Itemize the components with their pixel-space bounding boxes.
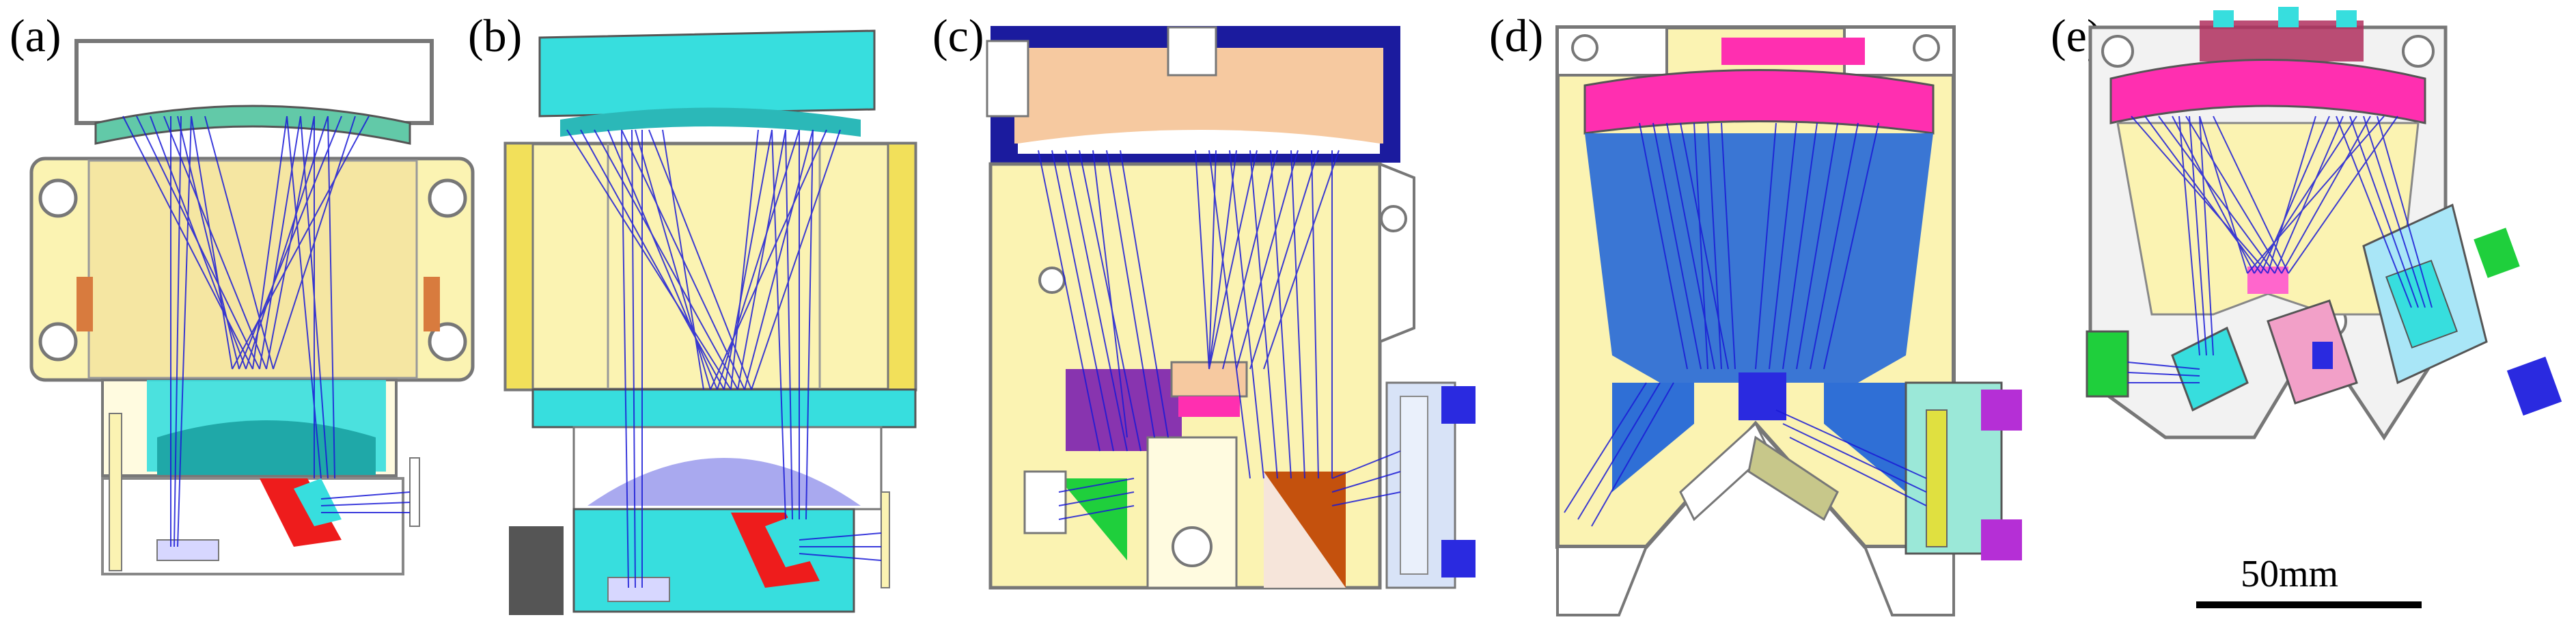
primary-mirror-surface-c xyxy=(1018,130,1380,154)
bottom-frame-a xyxy=(101,477,404,575)
panel-c: (c) xyxy=(922,0,1489,639)
panel-b-drawing xyxy=(503,29,917,615)
panel-e-drawing xyxy=(2086,7,2562,441)
detector-green-e xyxy=(2086,330,2129,398)
panel-e: (e) xyxy=(2042,0,2576,639)
lower-ring-b xyxy=(531,388,917,429)
side-mount-b xyxy=(509,526,564,615)
grating-e xyxy=(2171,326,2249,412)
mount-hole-a1 xyxy=(38,178,78,218)
connector-d2 xyxy=(1981,519,2022,560)
primary-mirror-a xyxy=(94,105,411,145)
connector-c2 xyxy=(1441,540,1476,577)
primary-mirror-b xyxy=(538,29,876,118)
ray-bundle-a xyxy=(122,115,411,547)
mount-screw-c1 xyxy=(986,40,1029,118)
detector-block-a xyxy=(156,539,219,561)
cavity-right-d xyxy=(1824,383,1906,492)
panel-label-c: (c) xyxy=(932,10,984,62)
panel-b: (b) xyxy=(465,0,929,639)
connector-e xyxy=(2506,356,2562,416)
mirror-mount-d xyxy=(1721,38,1865,65)
mount-hole-a4 xyxy=(428,322,467,362)
prism-b xyxy=(731,513,820,588)
mount-hole-a3 xyxy=(428,178,467,218)
primary-mirror-e xyxy=(2109,59,2426,124)
ray-bundle-e xyxy=(2127,115,2433,383)
body-core-a xyxy=(87,159,418,379)
side-pad-a1 xyxy=(77,277,93,331)
primary-mirror-surface-b xyxy=(560,107,861,137)
center-filter-c xyxy=(1178,396,1240,417)
side-pad-a2 xyxy=(424,277,440,331)
prism-face-a xyxy=(294,478,342,526)
panel-a: (a) xyxy=(0,0,478,639)
connector-c1 xyxy=(1441,386,1476,424)
center-block-d xyxy=(1739,372,1786,420)
side-plate-b2 xyxy=(887,142,917,391)
secondary-mirror-shade-a xyxy=(157,420,376,475)
prism-face-b xyxy=(765,516,813,567)
side-plate-a xyxy=(109,413,122,571)
detector-plate-a xyxy=(409,457,420,527)
panel-c-drawing xyxy=(986,26,1476,590)
panel-d-drawing xyxy=(1555,25,2022,616)
panel-label-a: (a) xyxy=(10,10,61,62)
ray-bundle-b xyxy=(566,129,882,588)
mount-hole-a2 xyxy=(38,322,78,362)
side-plate-b1 xyxy=(504,142,534,391)
detector-plate-b xyxy=(881,491,890,588)
panel-a-drawing xyxy=(29,39,475,575)
panel-d: (d) xyxy=(1482,0,2049,639)
prism-green-c xyxy=(1059,478,1127,560)
detector-block-b xyxy=(607,577,670,602)
ray-bundle-d xyxy=(1564,122,1927,527)
scale-bar xyxy=(2196,601,2422,608)
ray-bundle-c xyxy=(1038,150,1401,520)
connector-d1 xyxy=(1981,390,2022,431)
optical-cavity-d xyxy=(1585,133,1933,383)
mount-screw-c2 xyxy=(1167,26,1217,77)
side-bracket-c xyxy=(1379,162,1415,344)
detector-left-c xyxy=(1023,470,1067,534)
right-plate-d xyxy=(1747,435,1839,521)
scale-bar-label: 50mm xyxy=(2241,553,2339,595)
prism-a xyxy=(260,478,342,547)
panel-label-d: (d) xyxy=(1489,10,1544,62)
main-body-b xyxy=(503,141,917,392)
cavity-left-d xyxy=(1612,383,1694,492)
panel-label-b: (b) xyxy=(468,10,523,62)
